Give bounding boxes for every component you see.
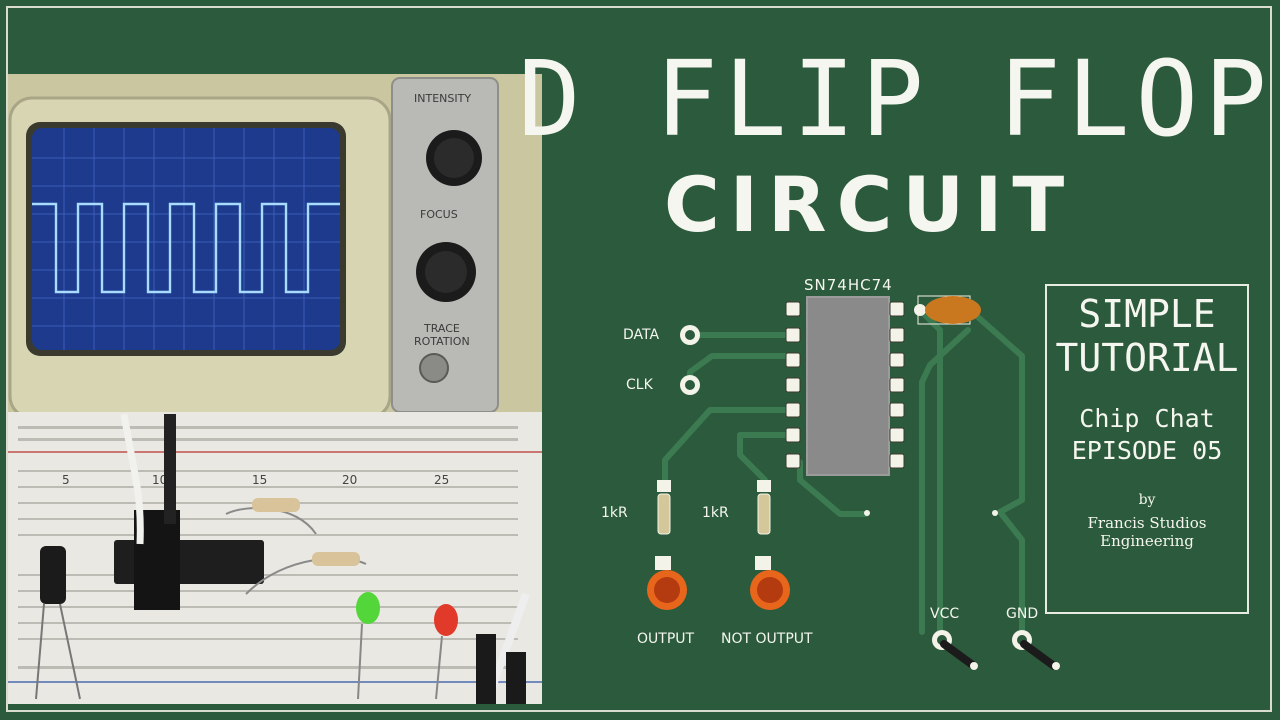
tutorial-text: TUTORIAL [1055,336,1239,380]
rotation-label: ROTATION [414,335,470,348]
title-line-1: D FLIP FLOP [518,38,1273,160]
bb-col-20: 20 [342,473,357,487]
red-led [434,604,458,636]
intensity-label: INTENSITY [414,92,471,105]
square-wave-trace [32,202,340,294]
ic-part-label: SN74HC74 [804,276,893,294]
trace-output [662,407,791,491]
clk-label: CLK [626,377,653,393]
bb-col-15: 15 [252,473,267,487]
simple-text: SIMPLE [1078,292,1216,336]
data-label: DATA [623,327,660,343]
scope-screen [32,128,340,350]
bb-col-5: 5 [62,473,70,487]
bb-col-25: 25 [434,473,449,487]
title-line-2: CIRCUIT [664,160,1075,249]
gnd-label: GND [1006,606,1039,622]
resistor-2 [757,493,771,535]
tutorial-info-box: SIMPLE TUTORIAL Chip Chat EPISODE 05 by … [1045,284,1249,614]
focus-label: FOCUS [420,208,458,221]
output-label: OUTPUT [637,631,695,647]
not-output-label: NOT OUTPUT [721,631,813,647]
vcc-label: VCC [930,606,960,622]
trace-clk [687,353,791,388]
resistor-2-label: 1kR [702,505,729,521]
studio-name: Francis Studios Engineering [1087,514,1207,550]
episode-number: EPISODE 05 [1071,436,1223,465]
resistor-1 [657,493,671,535]
trace-rotation-screw [419,353,449,383]
breadboard [6,412,542,704]
electrolytic-capacitor [40,546,66,604]
breadboard-resistor-1 [252,498,300,512]
green-led [356,592,380,624]
trace-gnd [967,307,1025,515]
ic-chip [806,296,890,476]
ceramic-capacitor [925,296,981,324]
ic-pins [785,301,905,469]
breadboard-resistor-2 [312,552,360,566]
trace-vcc [917,307,943,635]
bb-col-10: 10 [152,473,167,487]
trace-label: TRACE [423,322,460,335]
series-name: Chip Chat [1079,404,1215,433]
resistor-1-label: 1kR [601,505,628,521]
by-text: by [1138,492,1156,508]
trace-gnd-ic [797,459,869,517]
photo-panel: INTENSITY FOCUS TRACE ROTATION 5 10 15 2… [6,74,542,704]
